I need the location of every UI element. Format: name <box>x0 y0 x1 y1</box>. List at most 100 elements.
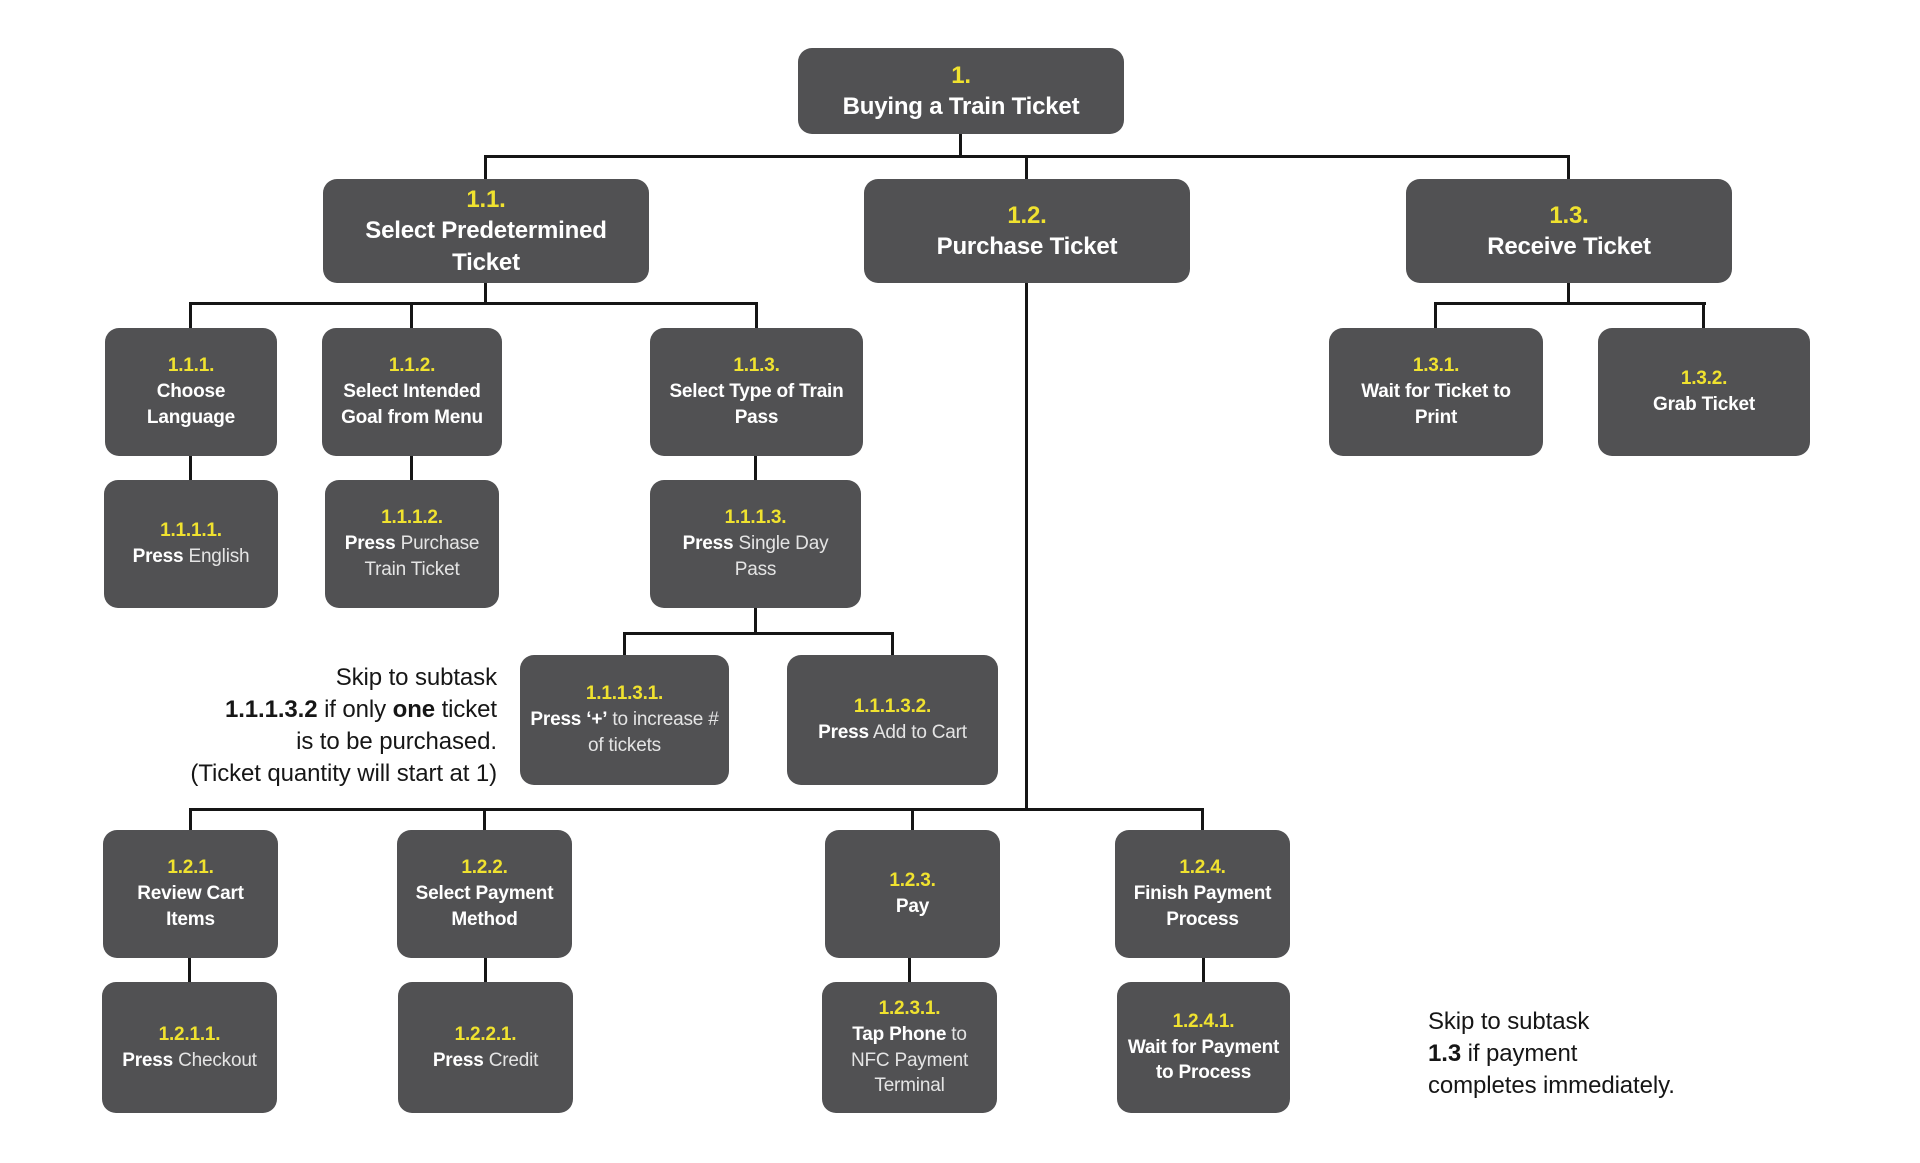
connector-1-1-2-child <box>410 456 413 480</box>
task-node-1-1-1-1: 1.1.1.1. Press English <box>104 480 278 608</box>
node-label: Press Credit <box>432 1048 539 1074</box>
node-label-bold: Press ‘+’ <box>530 709 608 731</box>
node-label-bold: Buying a Train Ticket <box>842 93 1080 120</box>
node-number: 1.1.2. <box>388 355 436 377</box>
node-label-bold: Tap Phone <box>852 1023 947 1045</box>
connector-drop-1-2-1 <box>189 808 192 830</box>
task-node-1-2-2: 1.2.2. Select Payment Method <box>397 830 572 958</box>
task-node-1-2-1-1: 1.2.1.1. Press Checkout <box>102 982 277 1113</box>
connector-drop-1-1-1-3-1 <box>623 632 626 655</box>
task-node-1-3-1: 1.3.1. Wait for Ticket to Print <box>1329 328 1543 456</box>
node-label: Press Purchase Train Ticket <box>335 531 489 583</box>
task-node-1-2-4: 1.2.4. Finish Payment Process <box>1115 830 1290 958</box>
node-label-bold: Choose Language <box>146 381 236 428</box>
node-label-bold: Press <box>122 1049 174 1071</box>
node-label-rest: English <box>183 546 250 567</box>
node-label: Wait for Payment to Process <box>1127 1035 1280 1087</box>
node-label-bold: Wait for Payment to Process <box>1127 1036 1280 1084</box>
node-label-bold: Select Payment Method <box>415 883 554 930</box>
node-label: Receive Ticket <box>1487 231 1651 262</box>
node-label-rest: to NFC Payment Terminal <box>850 1023 969 1097</box>
node-number: 1.2.4. <box>1179 857 1226 879</box>
task-node-1-2-3-1: 1.2.3.1. Tap Phone to NFC Payment Termin… <box>822 982 997 1113</box>
node-number: 1.2.4.1. <box>1172 1010 1235 1032</box>
connector-1-1-3-child <box>754 456 757 480</box>
node-label-bold: Press <box>432 1049 484 1071</box>
connector-1-2-4-child <box>1202 958 1205 982</box>
connector-1-1-1-child <box>189 456 192 480</box>
connector-drop-1-1-2 <box>410 302 413 330</box>
node-label-rest: Credit <box>483 1049 539 1071</box>
connector-drop-1-2-3 <box>911 808 914 830</box>
node-label-bold: Press <box>682 533 734 555</box>
node-label-rest: Purchase Train Ticket <box>364 533 480 580</box>
task-node-1-1-3: 1.1.3. Select Type of Train Pass <box>650 328 863 456</box>
node-label: Grab Ticket <box>1653 392 1755 418</box>
node-number: 1.3.1. <box>1412 355 1460 377</box>
node-number: 1.1.3. <box>733 355 780 377</box>
connector-1-3-rail <box>1434 302 1706 305</box>
task-node-1-1-1: 1.1.1. Choose Language <box>105 328 277 456</box>
connector-drop-1-2-2 <box>483 808 486 830</box>
node-number: 1.2.1. <box>167 857 214 879</box>
task-node-1-2-2-1: 1.2.2.1. Press Credit <box>398 982 573 1113</box>
node-number: 1.2.2.1. <box>454 1023 517 1045</box>
connector-1-2-1-child <box>188 958 191 982</box>
task-node-1-3: 1.3. Receive Ticket <box>1406 179 1732 283</box>
node-number: 1.1.1.3.1. <box>585 683 664 705</box>
node-label: Press English <box>133 544 250 570</box>
node-label: Select Predetermined Ticket <box>333 215 639 277</box>
node-number: 1.1.1.3.2. <box>853 696 932 718</box>
node-label: Finish Payment Process <box>1125 881 1280 933</box>
node-label: Review Cart Items <box>113 881 268 933</box>
node-label: Buying a Train Ticket <box>843 91 1080 122</box>
connector-1-1-1-3-rail <box>623 632 894 635</box>
connector-1-3-stub <box>1567 283 1570 305</box>
node-label-rest: to increase # of tickets <box>588 709 719 756</box>
node-label: Choose Language <box>115 379 267 431</box>
node-number: 1.2.1.1. <box>158 1023 221 1045</box>
task-node-1-2: 1.2. Purchase Ticket <box>864 179 1190 283</box>
connector-drop-1-1-3 <box>755 302 758 330</box>
node-label: Select Intended Goal from Menu <box>332 379 492 431</box>
node-label-bold: Grab Ticket <box>1653 394 1755 415</box>
node-label-bold: Finish Payment Process <box>1133 883 1272 930</box>
node-label-rest: Add to Cart <box>868 722 967 743</box>
node-label-bold: Select Type of Train Pass <box>669 381 844 428</box>
node-number: 1.3. <box>1549 201 1589 229</box>
connector-1-2-2-child <box>484 958 487 982</box>
node-number: 1.1.1.1. <box>160 520 222 542</box>
node-number: 1.2.2. <box>461 857 508 879</box>
task-node-1-1: 1.1. Select Predetermined Ticket <box>323 179 649 283</box>
node-label-bold: Press <box>818 722 869 743</box>
node-label-bold: Press <box>132 546 184 567</box>
node-label-bold: Pay <box>895 896 930 917</box>
task-node-1-2-1: 1.2.1. Review Cart Items <box>103 830 278 958</box>
connector-1-1-rail <box>189 302 758 305</box>
connector-drop-1-2 <box>1025 155 1028 181</box>
node-label-bold: Press <box>344 533 396 555</box>
node-label: Pay <box>896 894 929 920</box>
node-label-bold: Review Cart Items <box>137 883 244 930</box>
node-number: 1.2.3.1. <box>878 997 941 1019</box>
task-node-1: 1. Buying a Train Ticket <box>798 48 1124 134</box>
node-label: Select Payment Method <box>407 881 562 933</box>
node-label: Press ‘+’ to increase # of tickets <box>530 707 719 759</box>
connector-drop-1-3-2 <box>1702 302 1705 330</box>
connector-1-2-long-stub <box>1025 283 1028 810</box>
connector-1-1-1-3-stub <box>754 608 757 634</box>
task-node-1-1-1-3: 1.1.1.3. Press Single Day Pass <box>650 480 861 608</box>
task-node-1-2-3: 1.2.3. Pay <box>825 830 1000 958</box>
node-number: 1.1. <box>466 186 506 214</box>
node-label: Tap Phone to NFC Payment Terminal <box>832 1022 987 1099</box>
node-number: 1.3.2. <box>1680 368 1728 390</box>
task-node-1-2-4-1: 1.2.4.1. Wait for Payment to Process <box>1117 982 1290 1113</box>
task-node-1-3-2: 1.3.2. Grab Ticket <box>1598 328 1810 456</box>
node-label: Select Type of Train Pass <box>660 379 853 431</box>
node-label-bold: Wait for Ticket to Print <box>1361 381 1511 428</box>
node-label: Press Checkout <box>122 1048 257 1074</box>
node-number: 1.2.3. <box>889 870 936 892</box>
connector-drop-1-2-4 <box>1201 808 1204 830</box>
